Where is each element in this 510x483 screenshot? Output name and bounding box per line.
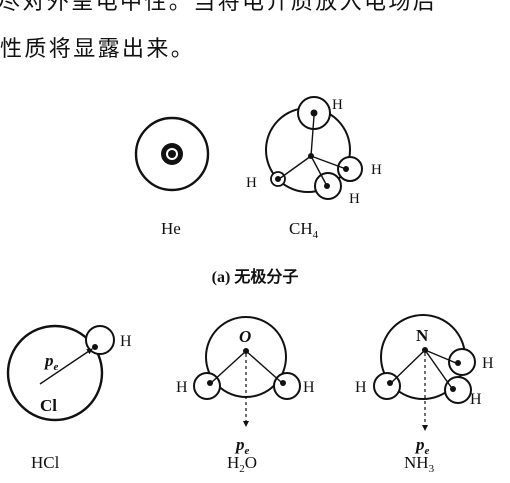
h2o-name-label: H2O xyxy=(227,453,257,475)
hcl-cl-label: Cl xyxy=(40,396,57,415)
nh3-dipole-moment-label: pe xyxy=(414,435,430,457)
body-text-line-2: 性质将显露出来。 xyxy=(0,37,196,62)
hcl-dipole-moment-label: pe xyxy=(43,351,59,373)
nh3-name-label: NH3 xyxy=(404,453,435,475)
ch4-h-label-bottom: H xyxy=(349,191,360,207)
body-text-line-1: 尽对外呈电中性。当将电介质放入电场后 xyxy=(0,0,438,15)
h2o-h-label-left: H xyxy=(176,379,188,396)
ch4-molecule-diagram xyxy=(265,96,363,200)
hcl-molecule-diagram xyxy=(6,324,115,422)
h2o-molecule-diagram xyxy=(193,316,301,427)
hcl-h-label: H xyxy=(120,333,132,350)
he-label: He xyxy=(161,219,181,238)
nh3-molecule-diagram xyxy=(373,314,476,431)
ch4-h-label-left: H xyxy=(246,175,257,191)
nh3-h-label-right-lower: H xyxy=(470,391,482,408)
h2o-h-label-right: H xyxy=(303,379,315,396)
h2o-dipole-moment-label: pe xyxy=(234,435,250,457)
ch4-h-label-top: H xyxy=(332,97,343,113)
h2o-o-label: O xyxy=(239,327,251,346)
nh3-h-label-right-upper: H xyxy=(482,355,494,372)
he-atom-diagram xyxy=(134,116,210,192)
ch4-label: CH4 xyxy=(289,219,319,241)
nh3-h-label-left: H xyxy=(355,379,367,396)
ch4-h-label-right: H xyxy=(371,162,382,178)
figure-caption-a: (a) 无极分子 xyxy=(211,269,299,286)
nh3-n-label: N xyxy=(416,326,429,345)
hcl-name-label: HCl xyxy=(31,453,60,472)
